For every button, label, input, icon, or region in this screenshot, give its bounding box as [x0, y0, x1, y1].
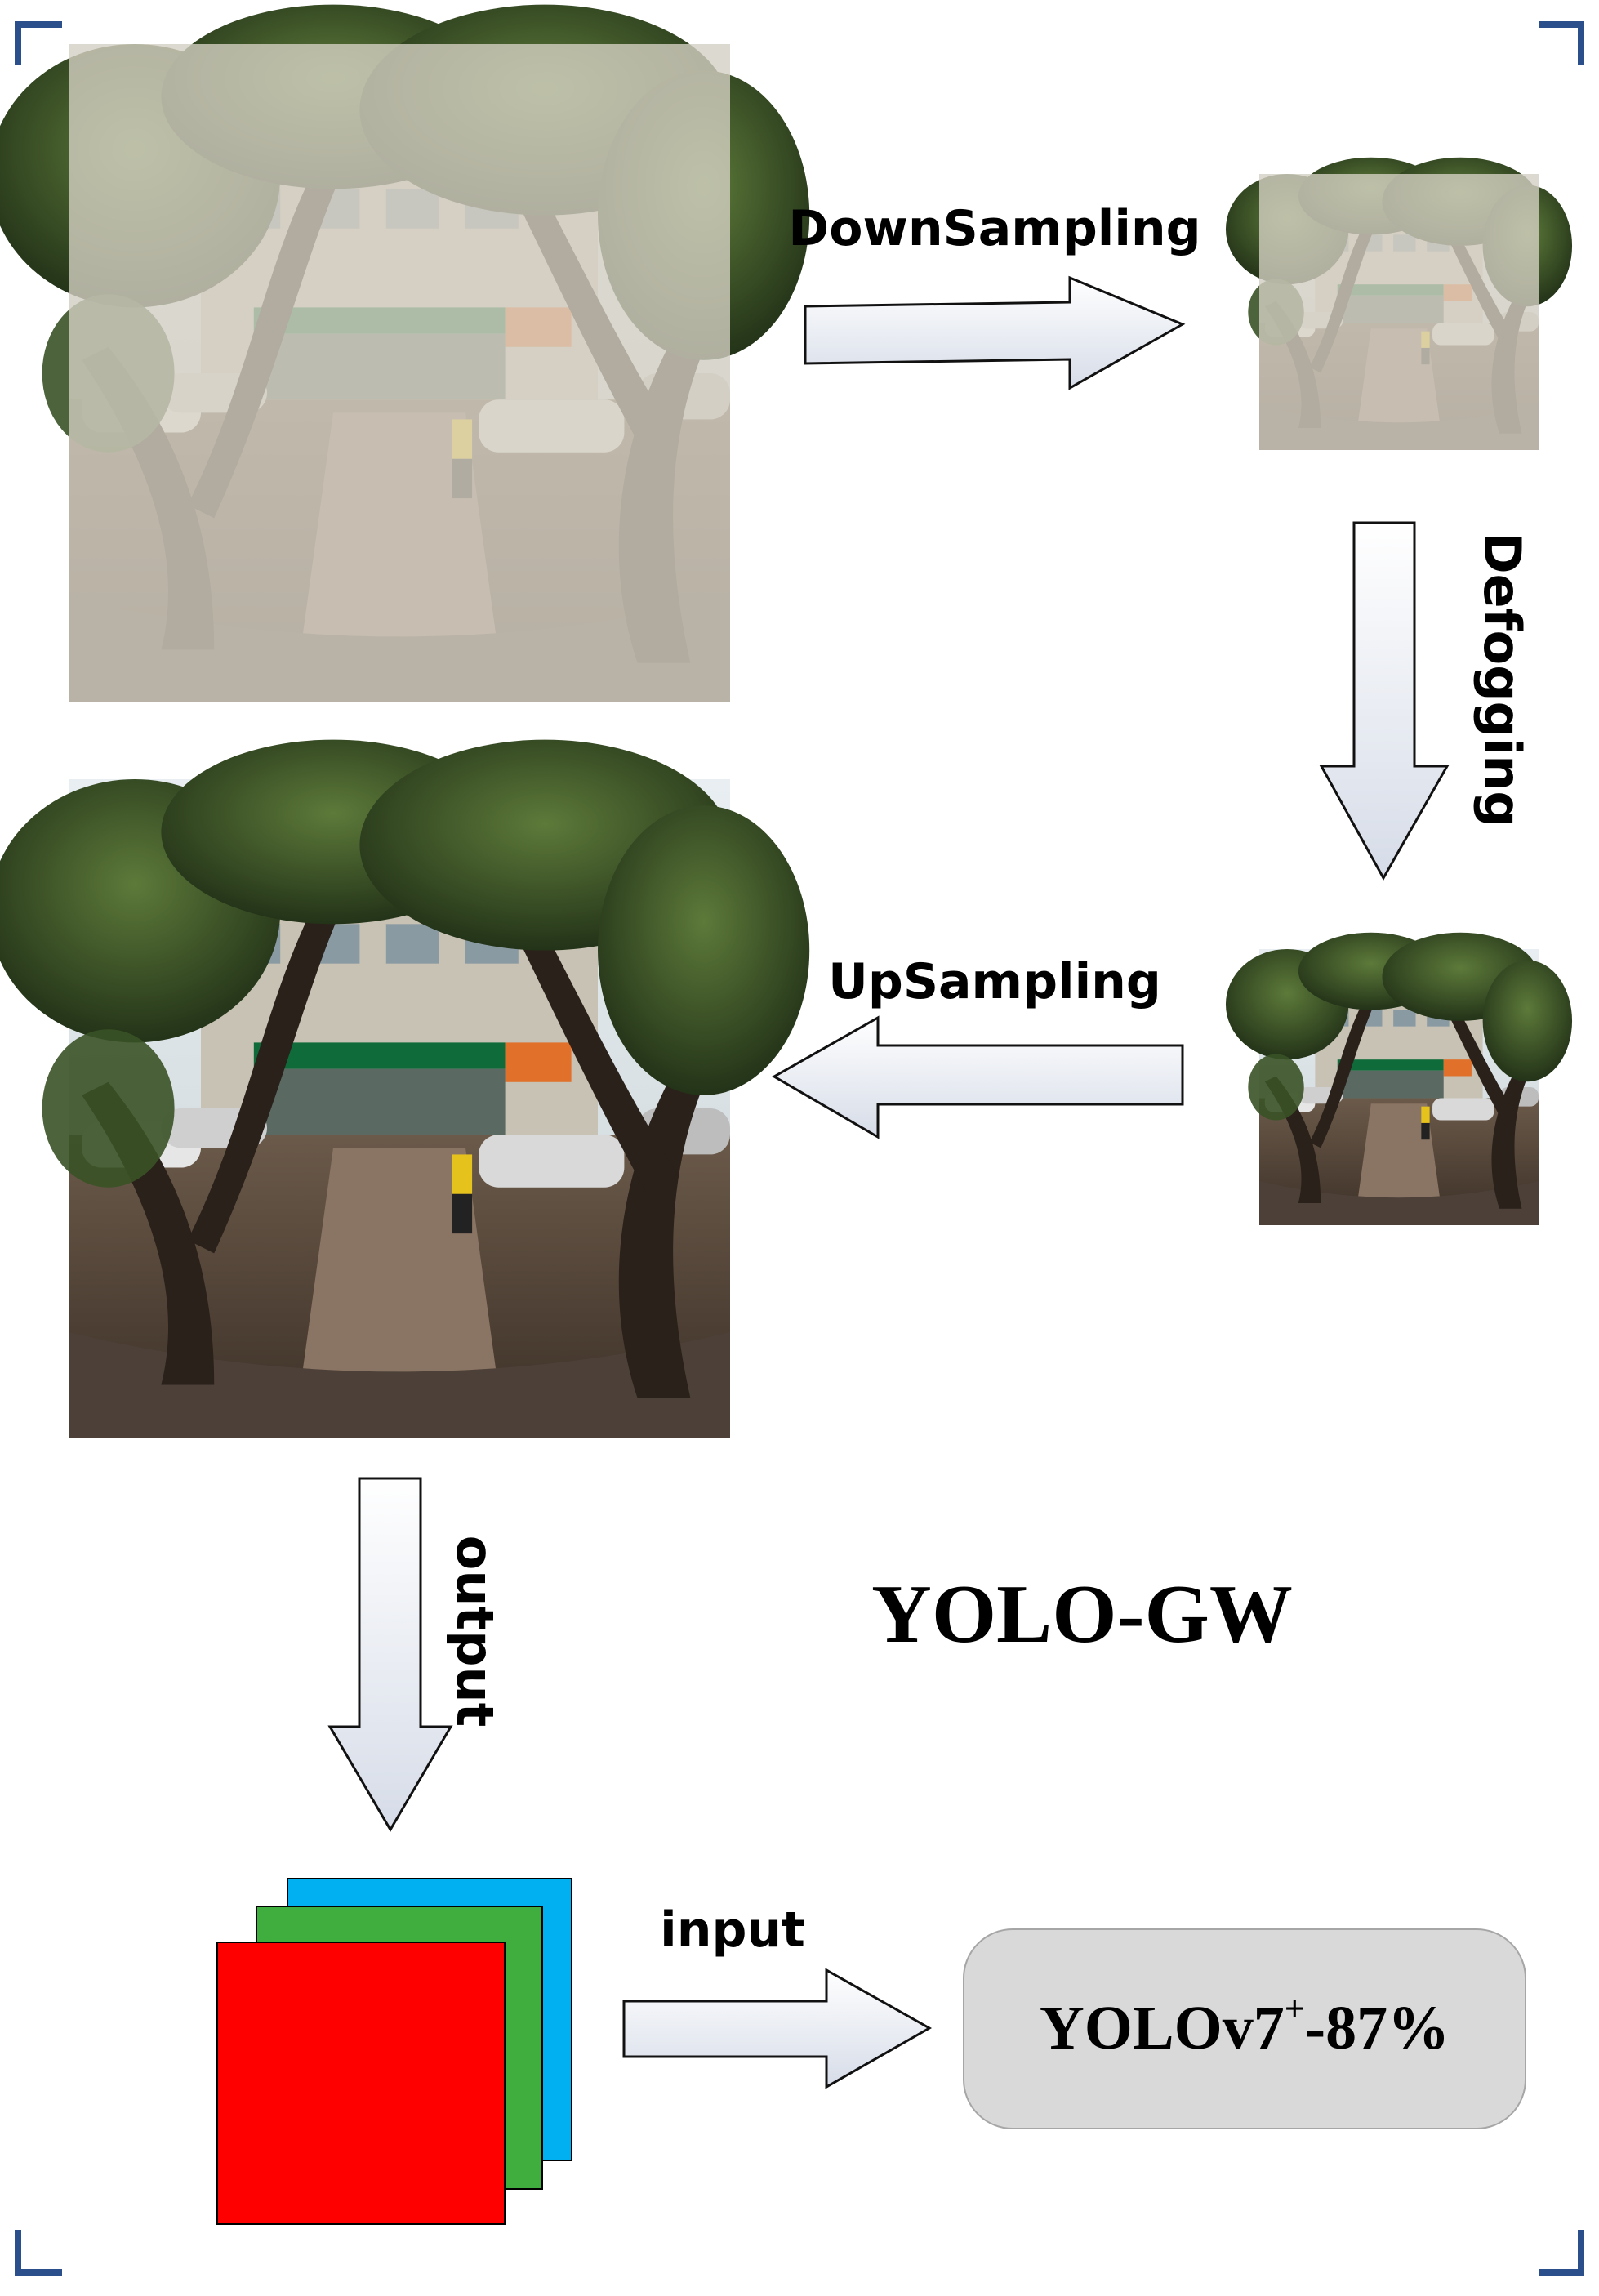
- rgb-channel-stack: [216, 1878, 572, 2225]
- red-channel-layer: [216, 1942, 506, 2225]
- frame-corners: [15, 21, 1584, 2276]
- upsampling-arrow: [771, 1015, 1184, 1139]
- diagram-title: YOLO-GW: [871, 1568, 1293, 1661]
- result-label: YOLOv7+-87%: [1040, 1989, 1450, 2062]
- input-label: input: [660, 1901, 805, 1959]
- result-superscript: +: [1285, 1989, 1305, 2029]
- foggy-input-image: [0, 4, 810, 703]
- downsampling-label: DownSampling: [788, 200, 1200, 257]
- foggy-downsampled-image: [1225, 157, 1573, 450]
- result-accuracy: -87%: [1305, 1994, 1450, 2062]
- output-arrow: [327, 1477, 453, 1832]
- corner-bottom-right: [1539, 2230, 1584, 2276]
- result-box: [963, 1928, 1526, 2129]
- corner-top-left: [15, 21, 62, 65]
- upsampled-clear-image: [0, 739, 810, 1438]
- defogging-label: Defogging: [1472, 532, 1532, 827]
- result-model-name: YOLOv7: [1040, 1994, 1285, 2062]
- downsampling-arrow: [804, 275, 1186, 390]
- upsampling-label: UpSampling: [828, 953, 1161, 1010]
- defogging-arrow: [1319, 521, 1450, 881]
- defogged-small-image: [1225, 932, 1573, 1225]
- input-arrow: [622, 1968, 933, 2089]
- corner-bottom-left: [15, 2230, 62, 2276]
- corner-top-right: [1539, 21, 1584, 65]
- output-label: output: [445, 1536, 505, 1728]
